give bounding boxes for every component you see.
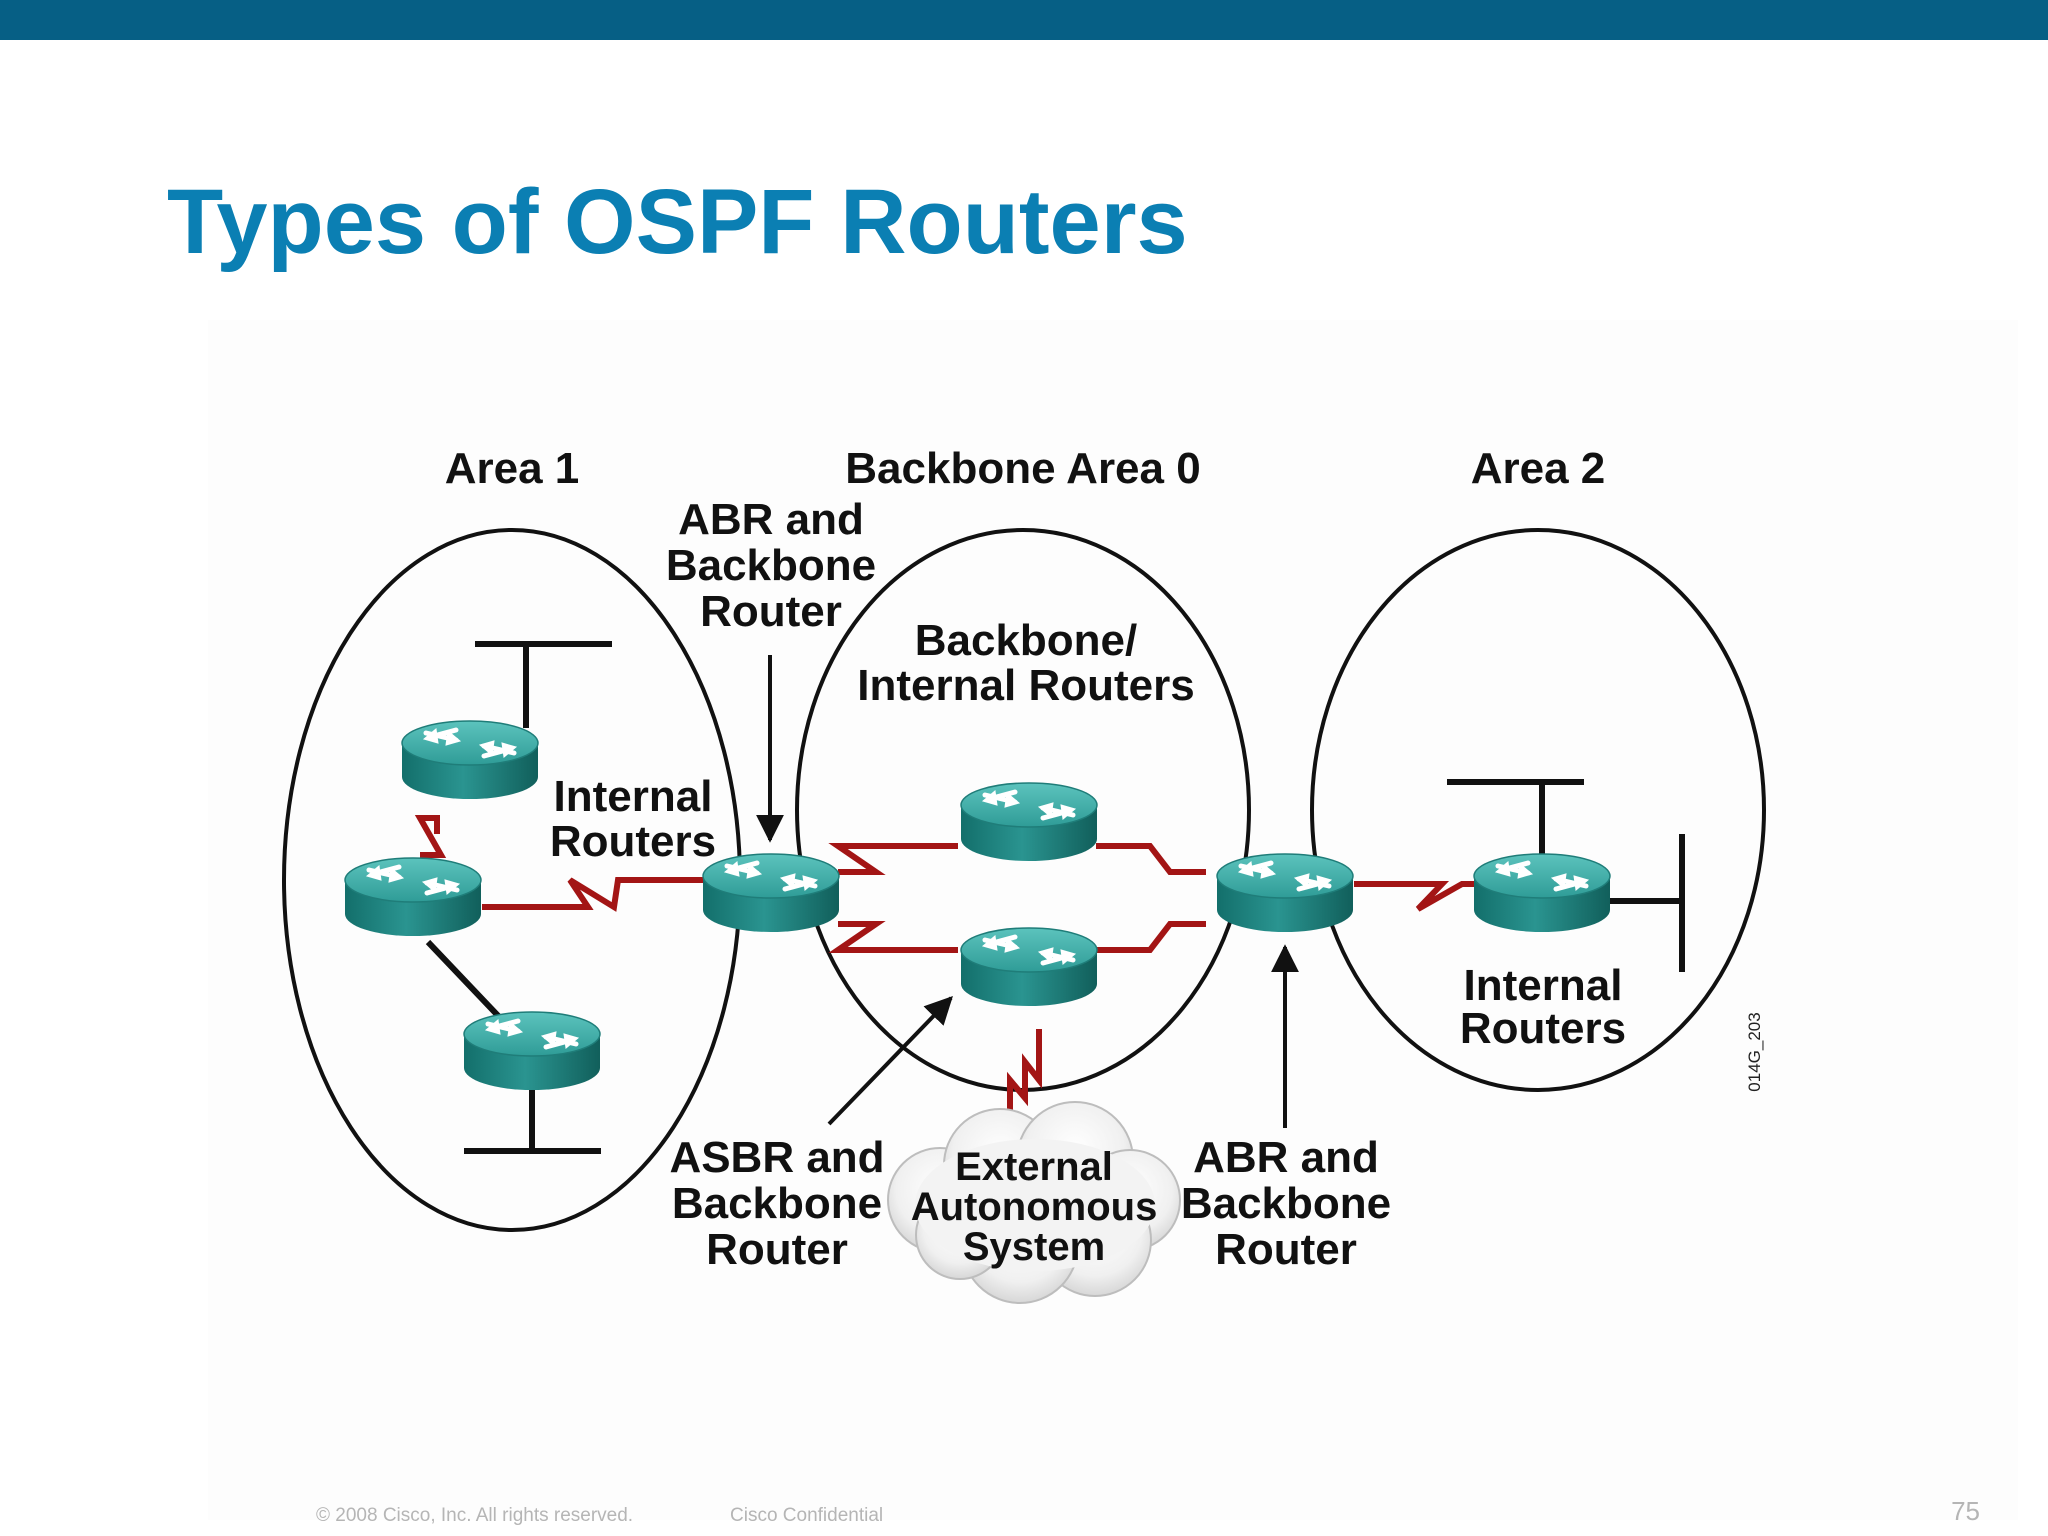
diagram-panel (208, 320, 2018, 1520)
router-area1-bottom (464, 1012, 600, 1090)
internal-right-label-2: Routers (1460, 1004, 1626, 1053)
header-bar (0, 0, 2048, 40)
cloud-label-1: External (955, 1145, 1113, 1189)
cloud-label-3: System (963, 1225, 1105, 1269)
internal-left-label-1: Internal (554, 772, 713, 821)
backbone-internal-label-2: Internal Routers (857, 661, 1194, 710)
router-asbr (961, 928, 1097, 1006)
serial-links (414, 815, 1474, 1130)
asbr-label-3: Router (706, 1225, 848, 1274)
asbr-label-1: ASBR and (669, 1133, 884, 1182)
router-backbone-internal (961, 783, 1097, 861)
abr-right-label-3: Router (1215, 1225, 1357, 1274)
backbone-internal-label-1: Backbone/ (915, 616, 1138, 665)
confidential-text: Cisco Confidential (730, 1505, 884, 1526)
router-abr-left (703, 854, 839, 932)
lan-segments (425, 641, 1685, 1154)
external-as-cloud (887, 1101, 1181, 1304)
abr-left-label-1: ABR and (678, 495, 864, 544)
figure-id: 014G_203 (1745, 1012, 1764, 1091)
internal-left-label-2: Routers (550, 817, 716, 866)
cloud-label-2: Autonomous (911, 1185, 1158, 1229)
abr-right-label-2: Backbone (1181, 1179, 1391, 1228)
area0-label: Backbone Area 0 (845, 444, 1200, 493)
router-area2-internal (1474, 854, 1610, 932)
abr-right-label-1: ABR and (1193, 1133, 1379, 1182)
pointer-arrows (756, 655, 1299, 1128)
area2-label: Area 2 (1471, 444, 1606, 493)
asbr-label-2: Backbone (672, 1179, 882, 1228)
area1-label: Area 1 (445, 444, 580, 493)
abr-left-label-2: Backbone (666, 541, 876, 590)
page-number: 75 (1951, 1496, 1980, 1526)
slide-title: Types of OSPF Routers (167, 171, 1188, 273)
router-area1-top (402, 721, 538, 799)
copyright-text: © 2008 Cisco, Inc. All rights reserved. (316, 1505, 634, 1526)
router-abr-right (1217, 854, 1353, 932)
internal-right-label-1: Internal (1464, 961, 1623, 1010)
area2-boundary (1310, 528, 1766, 1092)
abr-left-label-3: Router (700, 587, 842, 636)
router-area1-middle (345, 858, 481, 936)
